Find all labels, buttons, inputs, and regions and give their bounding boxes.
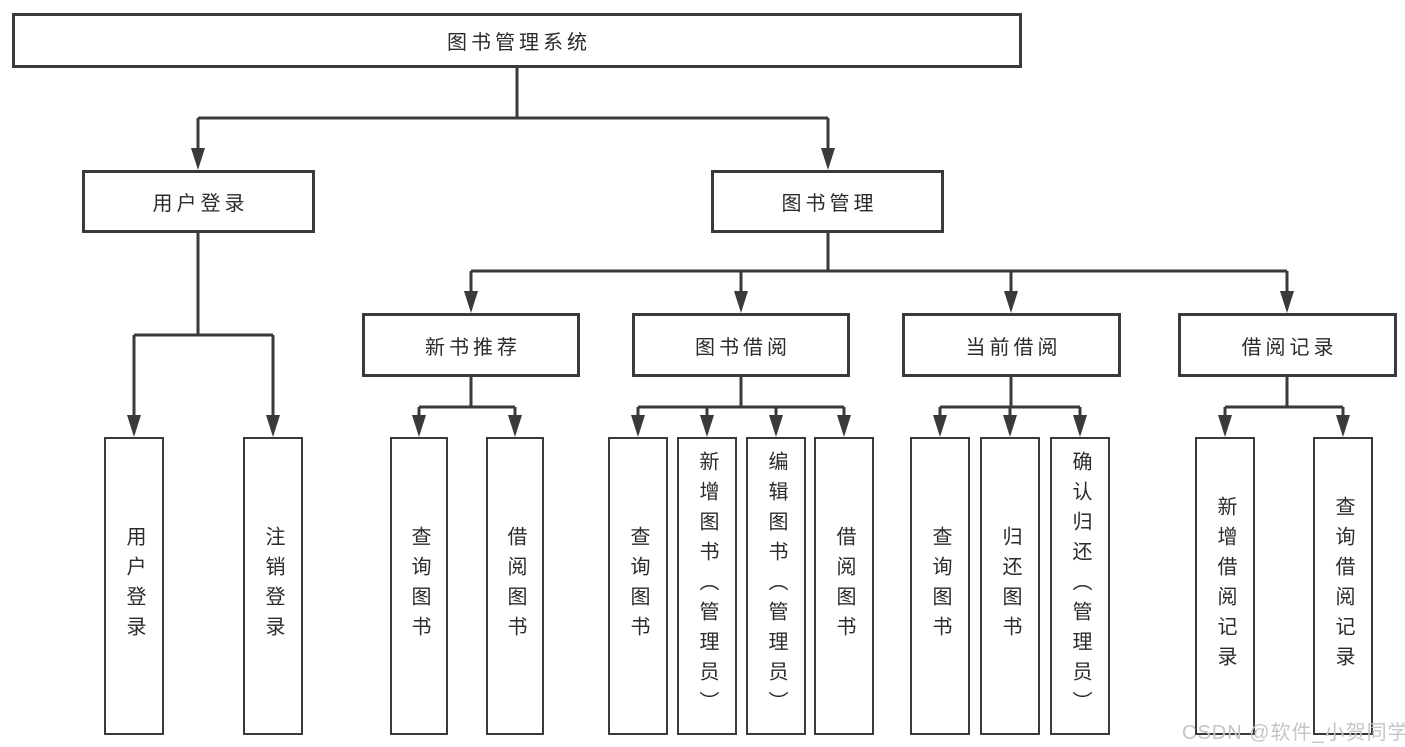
node-label: 图书借阅 bbox=[695, 336, 791, 359]
node-label: 注销登录 bbox=[262, 526, 284, 646]
node-user-login-leaf: 用户登录 bbox=[104, 437, 164, 735]
node-label: 查询借阅记录 bbox=[1332, 496, 1354, 676]
node-query-books-recommend: 查询图书 bbox=[390, 437, 448, 735]
arrowheads bbox=[127, 148, 1350, 437]
node-add-book-admin: 新增图书（管理员） bbox=[677, 437, 737, 735]
node-label: 当前借阅 bbox=[965, 336, 1062, 359]
node-query-books-current: 查询图书 bbox=[910, 437, 970, 735]
node-query-books-borrowing: 查询图书 bbox=[608, 437, 668, 735]
node-add-borrow-record: 新增借阅记录 bbox=[1195, 437, 1255, 735]
node-label: 借阅图书 bbox=[833, 526, 855, 646]
node-label: 查询图书 bbox=[627, 526, 649, 646]
node-label: 编辑图书（管理员） bbox=[765, 451, 787, 721]
node-label: 归还图书 bbox=[999, 526, 1021, 646]
node-book-management: 图书管理 bbox=[711, 170, 944, 233]
node-label: 查询图书 bbox=[408, 526, 430, 646]
node-library-system: 图书管理系统 bbox=[12, 13, 1022, 68]
node-label: 图书管理系统 bbox=[447, 32, 591, 54]
node-edit-book-admin: 编辑图书（管理员） bbox=[746, 437, 806, 735]
node-label: 用户登录 bbox=[152, 193, 249, 215]
node-book-borrowing: 图书借阅 bbox=[632, 313, 850, 377]
node-label: 用户登录 bbox=[123, 526, 145, 646]
node-confirm-return-admin: 确认归还（管理员） bbox=[1050, 437, 1110, 735]
node-label: 图书管理 bbox=[781, 193, 878, 215]
node-return-books: 归还图书 bbox=[980, 437, 1040, 735]
node-new-book-recommend: 新书推荐 bbox=[362, 313, 580, 377]
node-label: 确认归还（管理员） bbox=[1069, 451, 1091, 721]
node-logout: 注销登录 bbox=[243, 437, 303, 735]
node-borrowing-records: 借阅记录 bbox=[1178, 313, 1397, 377]
node-label: 新书推荐 bbox=[425, 336, 521, 359]
connector-lines bbox=[132, 68, 1345, 416]
node-current-borrowing: 当前借阅 bbox=[902, 313, 1121, 377]
node-query-borrow-record: 查询借阅记录 bbox=[1313, 437, 1373, 735]
csdn-watermark: CSDN @软件_小贺同学 bbox=[1182, 722, 1405, 744]
node-user-login: 用户登录 bbox=[82, 170, 315, 233]
node-label: 借阅图书 bbox=[504, 526, 526, 646]
node-borrow-books-recommend: 借阅图书 bbox=[486, 437, 544, 735]
node-borrow-books: 借阅图书 bbox=[814, 437, 874, 735]
node-label: 借阅记录 bbox=[1241, 336, 1338, 359]
node-label: 新增借阅记录 bbox=[1214, 496, 1236, 676]
node-label: 查询图书 bbox=[929, 526, 951, 646]
node-label: 新增图书（管理员） bbox=[696, 451, 718, 721]
